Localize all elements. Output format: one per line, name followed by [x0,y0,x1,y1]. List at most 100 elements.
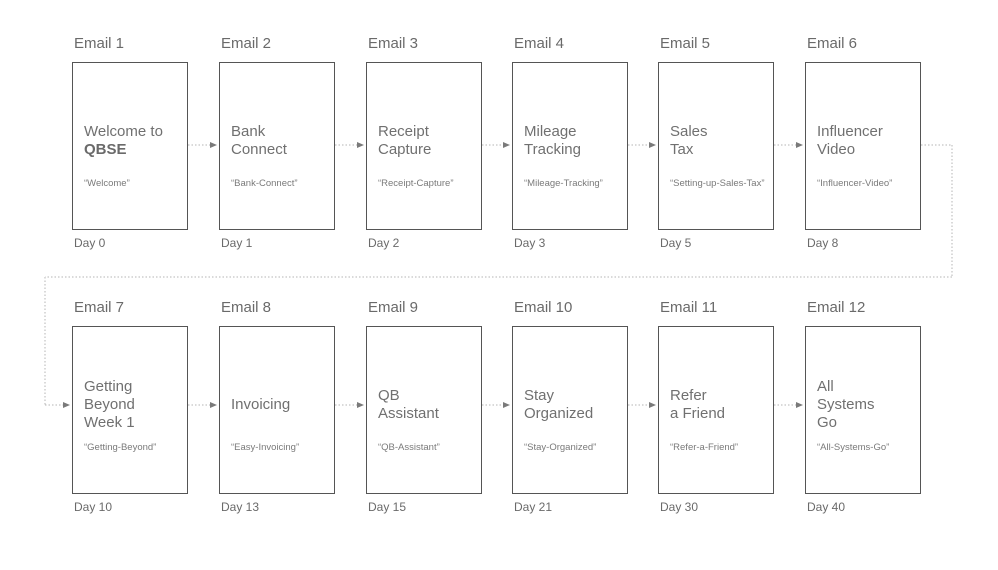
email-title-line: Invoicing [231,396,291,413]
email-slug: “Refer-a-Friend” [670,442,739,453]
day-label: Day 10 [74,500,113,514]
day-label: Day 21 [514,500,553,514]
arrow-right-icon [796,402,803,408]
email-title-line: Influencer [817,123,883,140]
email-slug: “Mileage-Tracking” [524,178,603,189]
email-title-line: QB [378,387,400,404]
email-title-line: Getting [84,378,133,395]
email-title-line: Video [817,141,856,158]
day-label: Day 5 [660,236,692,250]
arrow-right-icon [357,402,364,408]
email-title-line: Connect [231,141,287,158]
email-title-line: Mileage [524,123,577,140]
email-slug: “All-Systems-Go” [817,442,890,453]
email-title-line: Week 1 [84,414,135,431]
email-title-line: All [817,378,834,395]
email-title-line: Stay [524,387,555,404]
email-slug: “Receipt-Capture” [378,178,454,189]
email-title-line: QBSE [84,141,127,158]
email-title-line: Beyond [84,396,135,413]
email-title-line: Tax [670,141,694,158]
email-label: Email 3 [368,35,419,52]
email-label: Email 1 [74,35,125,52]
arrow-right-icon [210,142,217,148]
email-label: Email 2 [221,35,272,52]
arrow-right-icon [63,402,70,408]
email-card: Invoicing“Easy-Invoicing” [219,326,335,494]
email-title-line: Capture [378,141,432,158]
email-label: Email 6 [807,35,858,52]
email-label: Email 4 [514,35,565,52]
email-title-line: Go [817,414,838,431]
day-label: Day 15 [368,500,407,514]
email-title-line: Welcome to [84,123,163,140]
email-label: Email 7 [74,299,125,316]
email-title-line: Sales [670,123,708,140]
day-label: Day 40 [807,500,846,514]
arrow-right-icon [796,142,803,148]
email-title-line: Receipt [378,123,429,140]
email-slug: “Setting-up-Sales-Tax” [670,178,765,189]
arrow-right-icon [210,402,217,408]
email-slug: “Getting-Beyond” [84,442,157,453]
email-slug: “Influencer-Video” [817,178,893,189]
email-title-line: Assistant [378,405,439,422]
day-label: Day 13 [221,500,260,514]
email-title-line: Bank [231,123,266,140]
email-title: Invoicing [231,396,330,414]
email-title-line: Systems [817,396,875,413]
email-label: Email 10 [514,299,573,316]
email-label: Email 9 [368,299,419,316]
arrow-right-icon [649,142,656,148]
day-label: Day 0 [74,236,106,250]
email-label: Email 11 [660,299,718,316]
day-label: Day 2 [368,236,400,250]
arrow-right-icon [503,402,510,408]
email-title-line: Organized [524,405,594,422]
day-label: Day 8 [807,236,839,250]
day-label: Day 30 [660,500,699,514]
email-step: Email 8 Invoicing“Easy-Invoicing” Day 13 [219,299,335,514]
email-label: Email 12 [807,299,866,316]
email-title-line: Refer [670,387,707,404]
day-label: Day 1 [221,236,253,250]
email-label: Email 8 [221,299,272,316]
email-title-line: Tracking [524,141,581,158]
email-title-line: a Friend [670,405,726,422]
arrow-right-icon [503,142,510,148]
email-label: Email 5 [660,35,711,52]
day-label: Day 3 [514,236,546,250]
arrow-right-icon [649,402,656,408]
